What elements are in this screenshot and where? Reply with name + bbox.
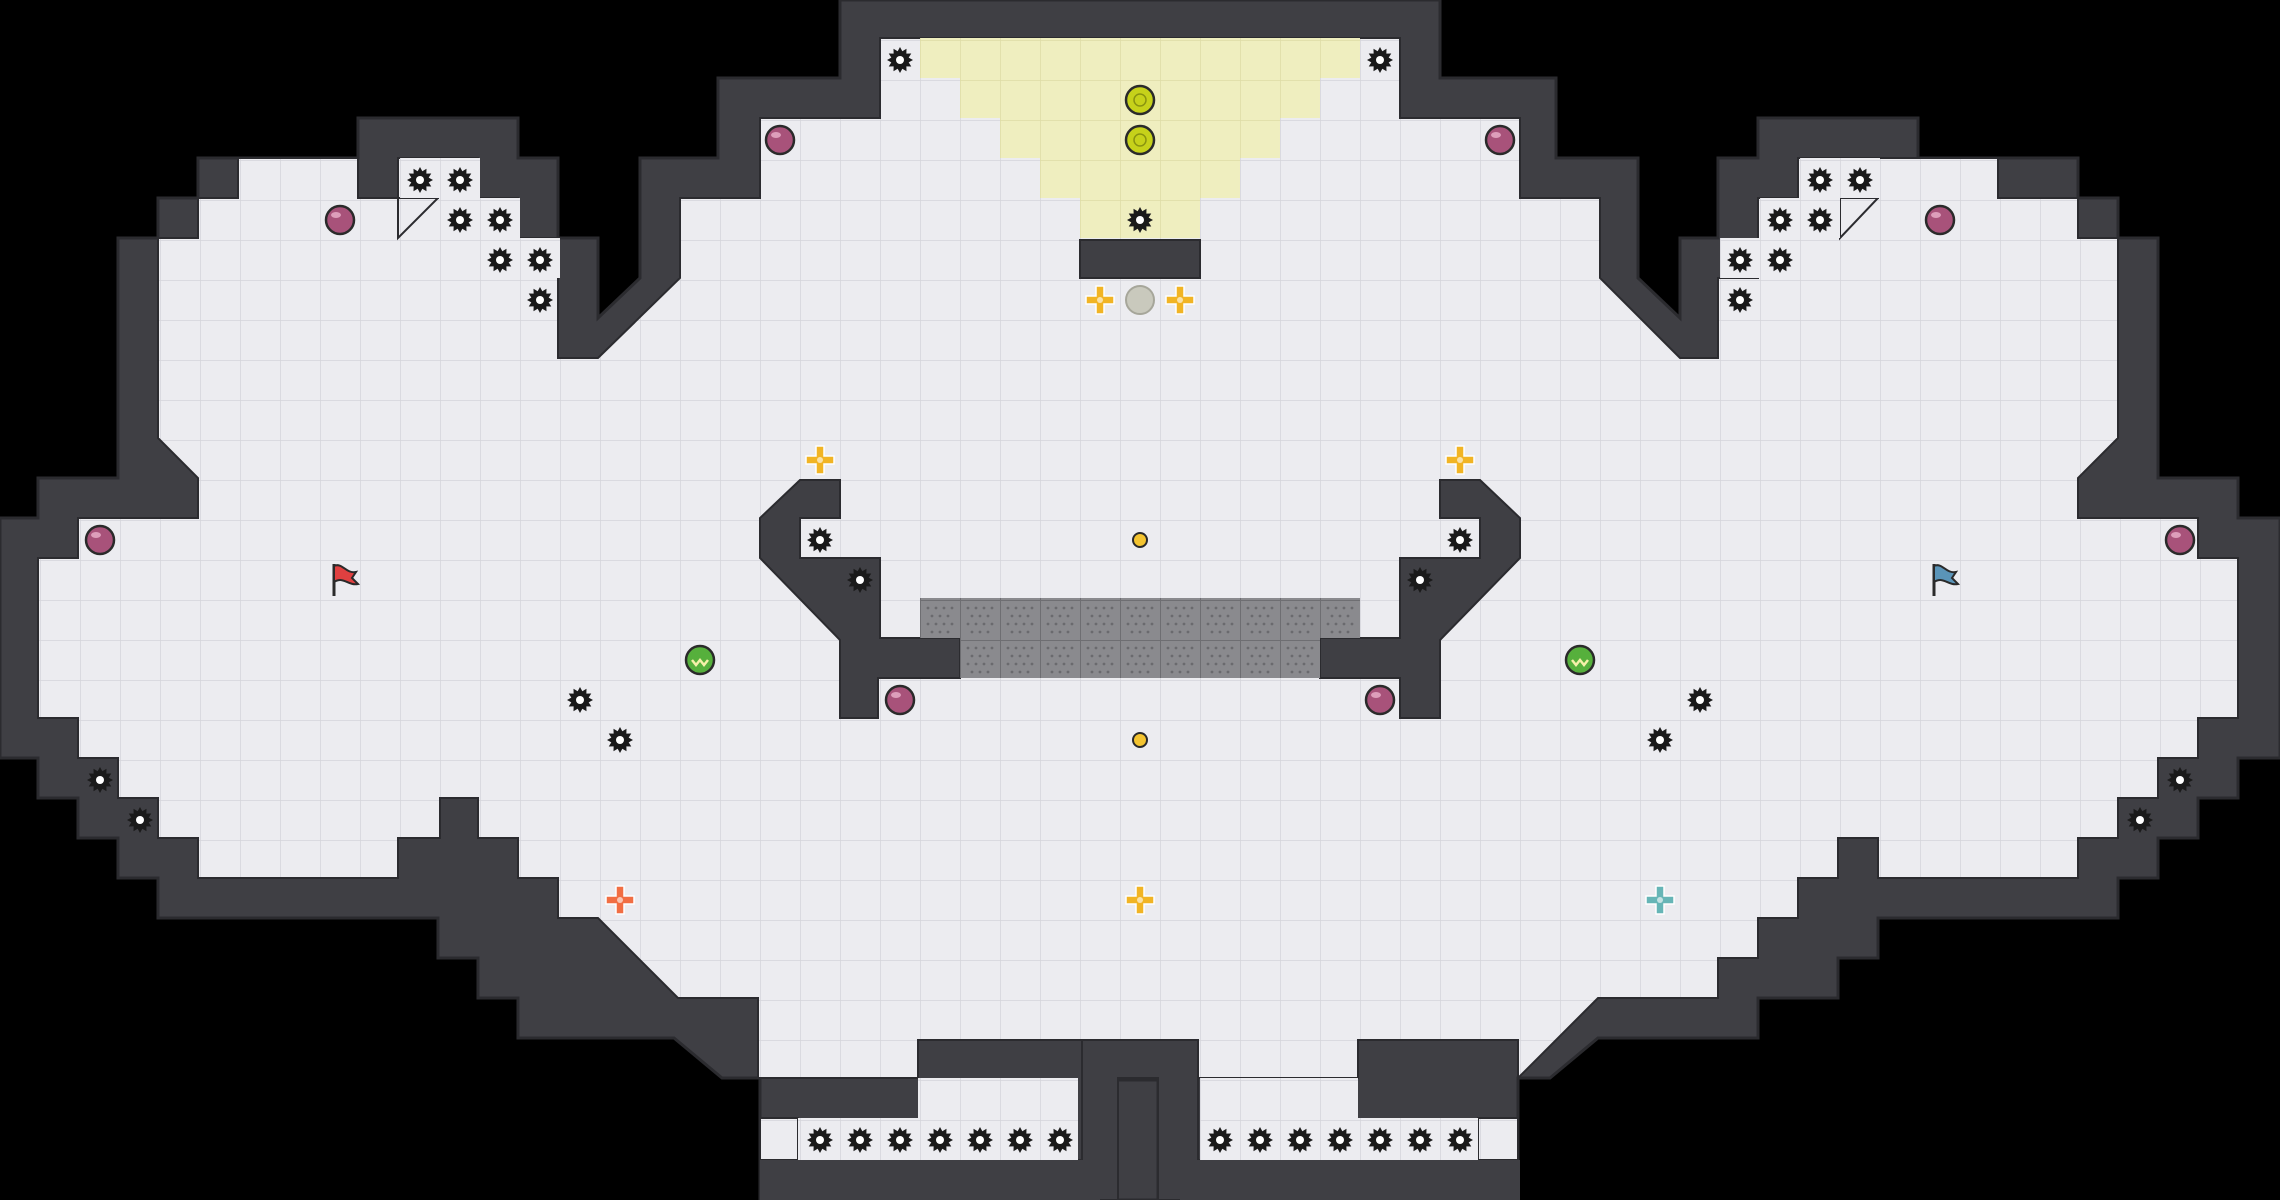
boost-icon	[1125, 885, 1155, 915]
lime-token-icon	[1124, 124, 1156, 156]
spike-icon	[967, 1127, 993, 1153]
spike-icon	[487, 247, 513, 273]
spike-icon	[1447, 1127, 1473, 1153]
spike-icon	[1287, 1127, 1313, 1153]
boost-icon	[805, 445, 835, 475]
boost-icon	[1645, 885, 1675, 915]
pink-orb-icon	[1364, 684, 1396, 716]
pink-orb-icon	[1484, 124, 1516, 156]
spike-icon	[127, 807, 153, 833]
spike-icon	[2167, 767, 2193, 793]
spike-icon	[487, 207, 513, 233]
spike-icon	[887, 47, 913, 73]
bottom-right-rim	[1180, 1160, 1520, 1200]
spike-icon	[87, 767, 113, 793]
bottom-left-rim	[760, 1160, 1100, 1200]
blue-flag-icon	[1932, 564, 1961, 596]
pink-orb-icon	[1924, 204, 1956, 236]
spike-icon	[847, 567, 873, 593]
spike-icon	[1007, 1127, 1033, 1153]
spike-icon	[567, 687, 593, 713]
spike-icon	[927, 1127, 953, 1153]
pink-orb-icon	[884, 684, 916, 716]
spike-icon	[1847, 167, 1873, 193]
bottom-right-lane	[1200, 1078, 1358, 1120]
gray-token-icon	[1125, 285, 1155, 315]
lime-token-icon	[1124, 84, 1156, 116]
boost-icon	[605, 885, 635, 915]
spike-icon	[607, 727, 633, 753]
spike-icon	[1727, 287, 1753, 313]
spike-icon	[1807, 167, 1833, 193]
spike-icon	[527, 247, 553, 273]
pink-orb-icon	[324, 204, 356, 236]
spike-icon	[1407, 1127, 1433, 1153]
green-token-icon	[684, 644, 716, 676]
spike-icon	[1687, 687, 1713, 713]
pink-orb-icon	[764, 124, 796, 156]
spike-icon	[887, 1127, 913, 1153]
spike-icon	[1207, 1127, 1233, 1153]
spike-icon	[1807, 207, 1833, 233]
pink-orb-icon	[2164, 524, 2196, 556]
center-right-bracket	[1319, 479, 1521, 719]
spike-icon	[1767, 247, 1793, 273]
spike-icon	[807, 1127, 833, 1153]
small-dot-icon	[1132, 532, 1148, 548]
boost-icon	[1445, 445, 1475, 475]
boost-icon	[1165, 285, 1195, 315]
spike-icon	[1367, 1127, 1393, 1153]
top-gate	[1079, 239, 1201, 279]
spike-icon	[1127, 207, 1153, 233]
spike-icon	[1727, 247, 1753, 273]
spike-icon	[1447, 527, 1473, 553]
spike-icon	[1327, 1127, 1353, 1153]
red-flag-icon	[332, 564, 361, 596]
spike-icon	[1367, 47, 1393, 73]
bottom-center-wall	[1081, 1039, 1199, 1200]
spike-icon	[527, 287, 553, 313]
boost-icon	[1085, 285, 1115, 315]
spike-icon	[1767, 207, 1793, 233]
spike-icon	[1647, 727, 1673, 753]
spike-icon	[1247, 1127, 1273, 1153]
spike-icon	[1047, 1127, 1073, 1153]
small-dot-icon	[1132, 732, 1148, 748]
spike-icon	[407, 167, 433, 193]
spike-icon	[447, 207, 473, 233]
pink-orb-icon	[84, 524, 116, 556]
center-mesh-top	[920, 598, 1360, 638]
spike-icon	[847, 1127, 873, 1153]
spike-icon	[1407, 567, 1433, 593]
green-token-icon	[1564, 644, 1596, 676]
center-mesh-bottom	[960, 638, 1320, 678]
spike-icon	[2127, 807, 2153, 833]
spike-icon	[447, 167, 473, 193]
bottom-left-lane	[918, 1078, 1078, 1120]
spike-icon	[807, 527, 833, 553]
